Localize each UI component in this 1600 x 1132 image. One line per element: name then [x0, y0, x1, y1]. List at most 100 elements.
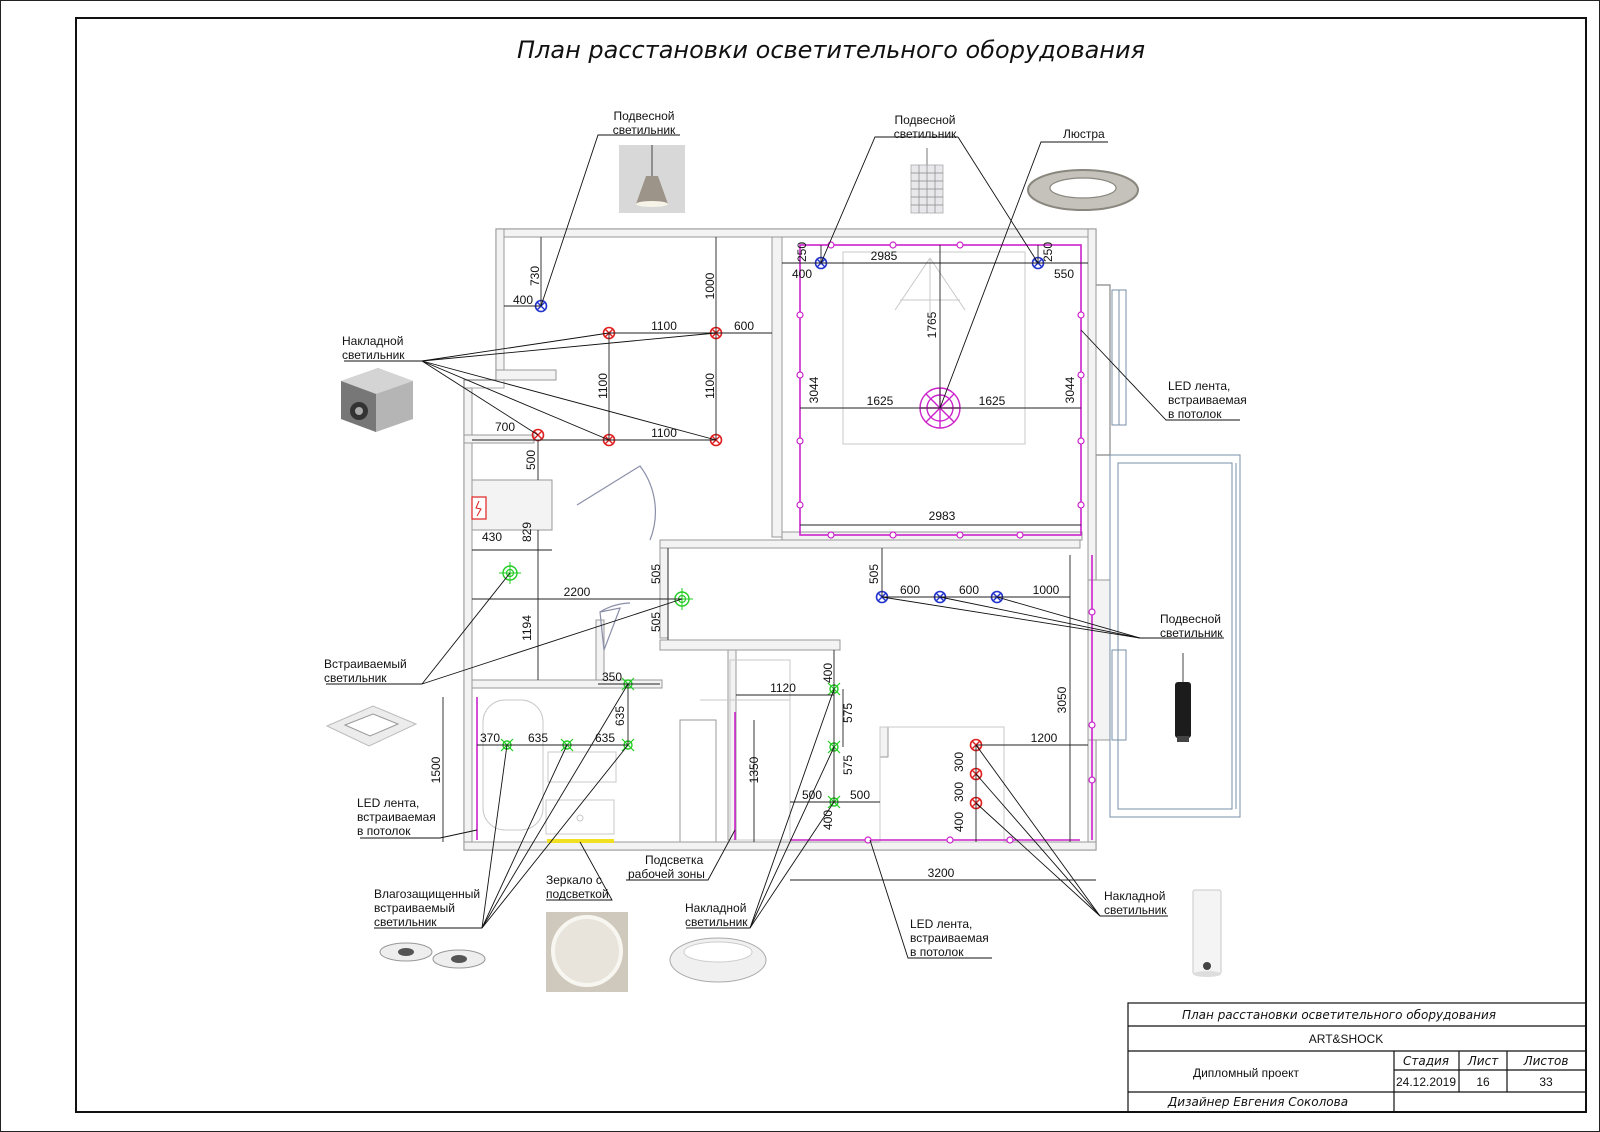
label-pendant-top-center: Подвесной светильник: [894, 113, 957, 141]
svg-text:светильник: светильник: [894, 127, 957, 141]
moisture-proof-fixtures: [500, 677, 841, 809]
svg-text:LED лента,: LED лента,: [357, 796, 419, 810]
svg-text:1625: 1625: [867, 394, 894, 408]
svg-text:400: 400: [821, 663, 835, 683]
svg-text:300: 300: [952, 752, 966, 772]
svg-text:1100: 1100: [596, 373, 610, 399]
led-strips: [476, 244, 1093, 841]
electrical-panel: [471, 496, 487, 520]
svg-text:1100: 1100: [651, 426, 677, 440]
svg-text:575: 575: [841, 755, 855, 775]
svg-text:350: 350: [602, 670, 622, 684]
svg-text:1765: 1765: [925, 311, 939, 338]
svg-text:1625: 1625: [979, 394, 1006, 408]
svg-text:2200: 2200: [564, 585, 591, 599]
svg-text:3200: 3200: [928, 866, 955, 880]
label-pendant-top-left: Подвесной светильник: [613, 109, 676, 137]
svg-text:3044: 3044: [807, 376, 821, 403]
svg-text:Подвесной: Подвесной: [895, 113, 956, 127]
label-led-left-bottom: LED лента, встраиваемая в потолок: [357, 796, 436, 838]
stamp-sheet: 16: [1476, 1075, 1490, 1089]
svg-text:500: 500: [850, 788, 870, 802]
svg-text:575: 575: [841, 703, 855, 723]
svg-text:Подсветка: Подсветка: [645, 853, 704, 867]
svg-text:светильник: светильник: [1160, 626, 1223, 640]
svg-text:LED лента,: LED лента,: [910, 917, 972, 931]
windows: [1109, 289, 1241, 818]
stamp-date: 24.12.2019: [1396, 1075, 1456, 1089]
product-mirror-image: [546, 912, 628, 992]
svg-text:Зеркало с: Зеркало с: [546, 873, 602, 887]
stamp-sheet-header: Лист: [1467, 1054, 1499, 1068]
svg-text:400: 400: [952, 812, 966, 832]
label-chandelier: Люстра: [1063, 127, 1105, 141]
svg-text:2985: 2985: [871, 249, 898, 263]
svg-text:400: 400: [821, 810, 835, 830]
svg-text:1350: 1350: [747, 756, 761, 783]
svg-text:1000: 1000: [1033, 583, 1060, 597]
svg-text:Накладной: Накладной: [685, 901, 746, 915]
stamp-sheets-header: Листов: [1523, 1054, 1569, 1068]
product-surface-cylinder-image: [1192, 889, 1222, 977]
svg-text:встраиваемая: встраиваемая: [910, 931, 989, 945]
stamp-project: Дипломный проект: [1193, 1066, 1300, 1080]
dimension-texts: 730 400 1000 1100 600 1100 1100 700 1100…: [429, 242, 1077, 880]
svg-text:600: 600: [734, 319, 754, 333]
svg-text:1100: 1100: [703, 373, 717, 399]
svg-text:Накладной: Накладной: [342, 334, 403, 348]
svg-text:250: 250: [795, 242, 809, 262]
svg-text:светильник: светильник: [342, 348, 405, 362]
svg-text:1100: 1100: [651, 319, 677, 333]
svg-text:Подвесной: Подвесной: [614, 109, 675, 123]
svg-text:635: 635: [613, 706, 627, 726]
svg-text:рабочей зоны: рабочей зоны: [628, 867, 705, 881]
svg-text:светильник: светильник: [685, 915, 748, 929]
product-surface-box-image: [341, 368, 413, 432]
svg-text:1500: 1500: [429, 756, 443, 783]
product-pendant-black-image: [1175, 653, 1191, 742]
svg-text:Подвесной: Подвесной: [1160, 612, 1221, 626]
svg-text:500: 500: [524, 450, 538, 470]
doors: [576, 465, 656, 651]
label-work-zone: Подсветка рабочей зоны: [628, 853, 705, 881]
svg-text:250: 250: [1041, 242, 1055, 262]
svg-text:1194: 1194: [520, 615, 534, 641]
svg-text:700: 700: [495, 420, 515, 434]
svg-text:505: 505: [867, 564, 881, 584]
callout-labels: Подвесной светильник Подвесной светильни…: [324, 109, 1247, 959]
label-led-bottom: LED лента, встраиваемая в потолок: [910, 917, 989, 959]
svg-text:3050: 3050: [1055, 686, 1069, 713]
label-surface-left: Накладной светильник: [342, 334, 405, 362]
stamp-sheets: 33: [1539, 1075, 1553, 1089]
label-mirror: Зеркало с подсветкой: [546, 873, 609, 901]
floor-plan-walls: [463, 228, 1111, 851]
svg-text:370: 370: [480, 731, 500, 745]
svg-text:встраиваемая: встраиваемая: [1168, 393, 1247, 407]
product-surface-round-image: [669, 937, 767, 983]
svg-text:2983: 2983: [929, 509, 956, 523]
svg-text:Накладной: Накладной: [1104, 889, 1165, 903]
product-moisture-proof-image: [379, 942, 486, 969]
svg-text:встраиваемая: встраиваемая: [357, 810, 436, 824]
svg-text:светильник: светильник: [324, 671, 387, 685]
svg-text:505: 505: [649, 612, 663, 632]
label-surface-bottom-right: Накладной светильник: [1104, 889, 1167, 917]
svg-text:600: 600: [959, 583, 979, 597]
svg-text:LED лента,: LED лента,: [1168, 379, 1230, 393]
svg-text:635: 635: [595, 731, 615, 745]
drawing-frame: [75, 17, 1587, 1113]
svg-text:600: 600: [900, 583, 920, 597]
svg-text:1120: 1120: [770, 681, 796, 695]
svg-text:505: 505: [649, 564, 663, 584]
svg-text:Встраиваемый: Встраиваемый: [324, 657, 407, 671]
pendant-fixtures: [534, 256, 1045, 604]
svg-text:3044: 3044: [1063, 376, 1077, 403]
label-pendant-right: Подвесной светильник: [1160, 612, 1223, 640]
stamp-stage-header: Стадия: [1403, 1054, 1449, 1068]
label-moisture-proof: Влагозащищенный встраиваемый светильник: [374, 887, 480, 929]
svg-text:635: 635: [528, 731, 548, 745]
svg-text:400: 400: [792, 267, 812, 281]
stamp-title: План расстановки осветительного оборудов…: [1182, 1008, 1496, 1022]
